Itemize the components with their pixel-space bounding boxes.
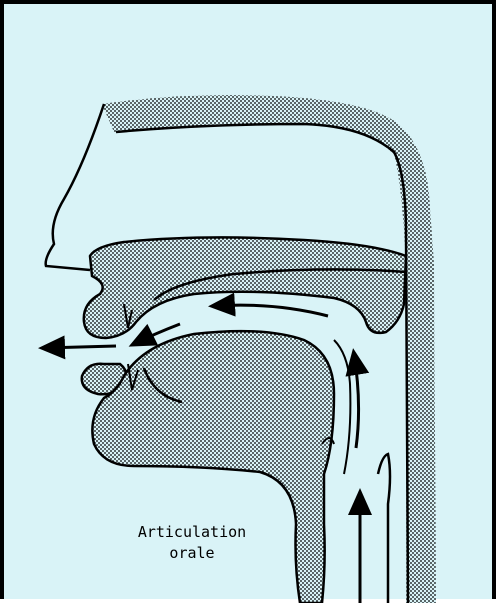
caption-line-1: Articulation [122, 522, 262, 543]
epiglottis [378, 454, 390, 603]
caption-line-2: orale [122, 543, 262, 564]
airflow-arrow-pharynx [354, 354, 359, 448]
diagram-caption: Articulation orale [122, 522, 262, 564]
upper-lip-palate [84, 237, 406, 338]
airflow-arrow-out [44, 346, 116, 348]
vocal-tract-diagram [4, 4, 496, 603]
airflow-arrow-palate [214, 305, 328, 316]
nose-outline [46, 104, 104, 270]
pharynx-line [334, 340, 350, 474]
